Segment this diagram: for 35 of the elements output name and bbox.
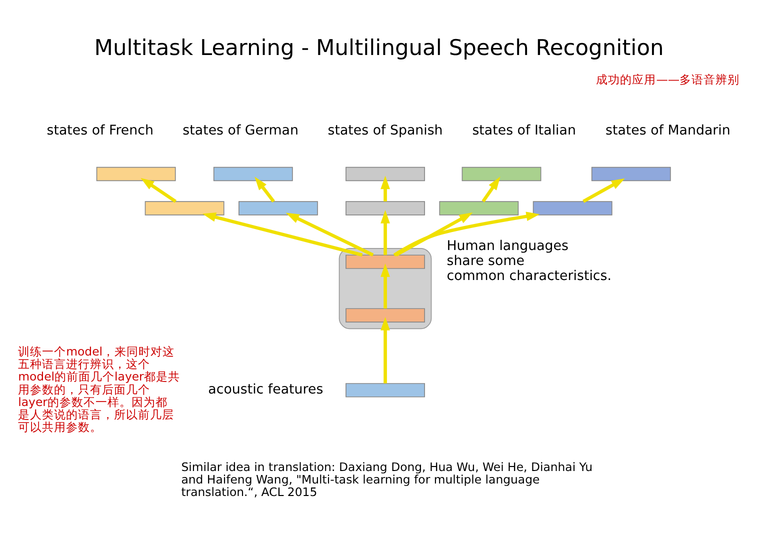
arrow	[393, 212, 540, 257]
node-bar	[346, 166, 425, 182]
arrow	[380, 316, 390, 384]
node-bar	[591, 166, 671, 182]
node-bar	[238, 201, 318, 216]
node-bar	[346, 308, 425, 322]
diagram-title: Multitask Learning - Multilingual Speech Recognition	[94, 36, 664, 62]
node-bar	[532, 201, 612, 216]
node-bar	[439, 201, 519, 216]
node-label: states of French	[46, 124, 154, 139]
node-label: states of Italian	[472, 124, 576, 139]
node-bar	[346, 201, 425, 216]
node-label: states of Spanish	[328, 124, 443, 139]
node-label: Human languages share some common characteristics.	[446, 238, 612, 284]
arrow	[254, 176, 275, 202]
arrow	[380, 263, 390, 309]
node-bar	[213, 166, 293, 182]
arrow	[286, 212, 374, 257]
node-bar	[346, 383, 425, 398]
node-bar	[96, 166, 176, 182]
arrow	[482, 176, 500, 202]
label: Similar idea in translation: Daxiang Dong, Hua Wu, Wei He, Dianhai Yu and Haifeng Wang, "Multi-task learning for multiple language translation.“, ACL 2015	[181, 460, 593, 500]
node-bar	[346, 254, 425, 269]
label: 成功的应用——多语音辨别	[596, 72, 740, 86]
arrow	[395, 212, 473, 256]
arrow	[202, 212, 363, 257]
node-bar	[144, 201, 224, 216]
node-label: states of German	[182, 124, 299, 139]
arrow	[140, 178, 177, 203]
arrow	[380, 210, 390, 256]
arrow	[380, 176, 390, 202]
node-bar	[462, 166, 542, 182]
node-label: acoustic features	[208, 382, 324, 398]
label: 训练一个model，来同时对这五种语言进行辨识，这个model的前面几个layer都是共用参数的，只有后面几个layer的参数不一样。因为都是人类说的语言，所以前几层可以共用参数。	[18, 344, 180, 434]
node-label: states of Mandarin	[606, 124, 730, 139]
